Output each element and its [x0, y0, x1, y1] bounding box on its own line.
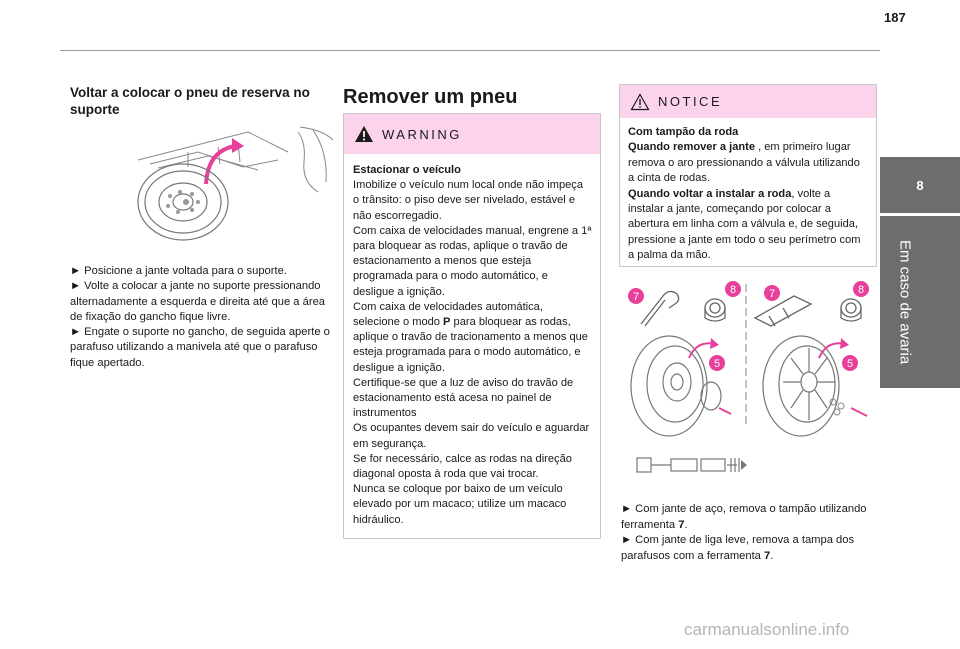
bullet-3: ► Engate o suporte no gancho, de seguida… — [70, 326, 330, 369]
warning-p4: Certifique-se que a luz de aviso do trav… — [353, 376, 574, 420]
watermark: carmanualsonline.info — [684, 620, 850, 639]
spare-wheel-illustration — [137, 126, 334, 241]
chapter-title: Em caso de avaria — [896, 239, 914, 365]
callout-8-right: 8 — [853, 281, 869, 297]
notice-header: NOTICE — [620, 85, 876, 118]
svg-text:5: 5 — [714, 358, 720, 370]
bullet-1: ► Posicione a jante voltada para o supor… — [70, 265, 287, 277]
svg-text:5: 5 — [847, 358, 853, 370]
bullet-steel-rim: ► Com jante de aço, remova o tampão util… — [621, 503, 867, 531]
svg-text:8: 8 — [858, 284, 864, 296]
page-number: 187 — [884, 10, 906, 25]
notice-p2: Quando voltar a instalar a roda, volte a… — [628, 187, 861, 262]
warning-p5: Os ocupantes devem sair do veículo e agu… — [353, 422, 590, 450]
svg-text:7: 7 — [769, 288, 775, 300]
warning-heading: Estacionar o veículo — [353, 164, 461, 176]
section-heading: Voltar a colocar o pneu de reserva no su… — [70, 85, 310, 117]
chapter-number-tab[interactable]: 8 — [880, 157, 960, 213]
chapter-tab[interactable] — [880, 216, 960, 388]
warning-triangle-icon — [355, 126, 373, 142]
warning-p6: Se for necessário, calce as rodas na dir… — [353, 452, 572, 481]
notice-box: NOTICE Com tampão da roda Quando remover… — [619, 84, 877, 267]
notice-label: NOTICE — [658, 94, 723, 109]
column-1: Voltar a colocar o pneu de reserva no su… — [70, 84, 334, 371]
notice-p1: Quando remover a jante , em primeiro lug… — [628, 141, 860, 185]
warning-label: WARNING — [382, 126, 462, 142]
warning-p2: Com caixa de velocidades manual, engrene… — [353, 224, 592, 298]
warning-header: WARNING — [344, 114, 600, 154]
wheel-cover-removal-illustration: 7 8 7 8 5 5 — [628, 281, 869, 473]
warning-p1: Imobilize o veículo num local onde não i… — [353, 179, 584, 222]
svg-text:7: 7 — [633, 291, 639, 303]
bullet-alloy-rim: ► Com jante de liga leve, remova a tampa… — [621, 534, 855, 562]
notice-triangle-icon — [630, 92, 650, 110]
notice-heading: Com tampão da roda — [628, 126, 739, 138]
warning-box: WARNING Estacionar o veículo Imobilize o… — [343, 113, 601, 539]
callout-8-left: 8 — [725, 281, 741, 297]
callout-7-right: 7 — [764, 285, 780, 301]
warning-p3: Com caixa de velocidades automática, sel… — [353, 300, 588, 374]
callout-5-right: 5 — [842, 355, 858, 371]
callout-7-left: 7 — [628, 288, 644, 304]
top-rule — [60, 50, 880, 51]
callout-5-left: 5 — [709, 355, 725, 371]
column-3-instructions: ► Com jante de aço, remova o tampão util… — [621, 502, 879, 564]
warning-p7: Nunca se coloque por baixo de um veículo… — [353, 483, 567, 526]
section-title: Remover um pneu — [343, 86, 518, 108]
svg-text:8: 8 — [730, 284, 736, 296]
bullet-2: ► Volte a colocar a jante no suporte pre… — [70, 280, 326, 323]
rotation-arrow — [204, 144, 237, 185]
